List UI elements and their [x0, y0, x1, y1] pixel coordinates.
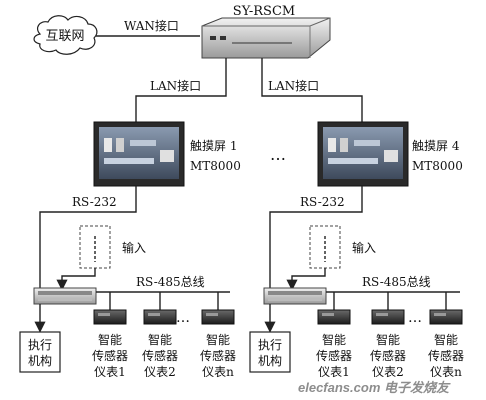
- sensor-left-2-l1: 智能: [148, 332, 172, 347]
- sensor-left-1-l1: 智能: [98, 332, 122, 347]
- touchscreen-4-name: 触摸屏 4: [412, 139, 460, 153]
- sensor-left-n-l1: 智能: [206, 332, 230, 347]
- touchscreen-1-model: MT8000: [190, 159, 241, 173]
- lan-label-right: LAN接口: [268, 78, 319, 93]
- wan-label: WAN接口: [124, 18, 179, 33]
- internet-label: 互联网: [45, 29, 84, 44]
- rs232-label-left: RS-232: [72, 195, 117, 209]
- rs232-link-right: [269, 186, 363, 290]
- touchscreen-1: [93, 121, 185, 187]
- router-device: SY-RSCM: [201, 4, 331, 59]
- sensor-right-n-l1: 智能: [434, 332, 458, 347]
- sensor-left-n-l2: 传感器: [200, 348, 236, 363]
- router-label: SY-RSCM: [233, 4, 295, 19]
- actuator-box-left: [19, 331, 61, 373]
- branch-left: RS-232 输入 RS-485总线 执行 机构 … 智能 传感器 仪表1 智能…: [19, 186, 236, 379]
- sensor-right-n-l2: 传感器: [428, 348, 464, 363]
- actuator-box-right: [249, 331, 291, 373]
- lan-link-left: [135, 58, 227, 122]
- lan-link-right: [261, 58, 363, 122]
- sensor-left-n-l3: 仪表n: [202, 365, 234, 379]
- sensor-left-1-l2: 传感器: [92, 348, 128, 363]
- io-module-right: [263, 287, 327, 305]
- sensor-ellipsis-right: …: [408, 310, 422, 326]
- sensor-right-2-l2: 传感器: [370, 348, 406, 363]
- io-module-left: [33, 287, 97, 305]
- actuator-label-right-1: 执行: [258, 338, 282, 352]
- touchscreen-1-name: 触摸屏 1: [190, 139, 237, 153]
- sensor-device-right-1: [317, 309, 351, 325]
- branch-right: RS-232 输入 RS-485总线 执行 机构 … 智能 传感器 仪表1 智能…: [249, 186, 464, 379]
- sensor-device-left-n: [201, 309, 235, 325]
- touchscreen-4: [317, 121, 409, 187]
- sensor-right-2-l1: 智能: [376, 332, 400, 347]
- sensor-right-n-l3: 仪表n: [430, 365, 462, 379]
- sensor-ellipsis-left: …: [176, 310, 190, 326]
- internet-cloud: 互联网: [33, 15, 98, 55]
- sensor-right-1-l3: 仪表1: [318, 365, 350, 379]
- sensor-left-2-l3: 仪表2: [144, 365, 176, 379]
- rs485-label-left: RS-485总线: [136, 275, 205, 289]
- rs485-label-right: RS-485总线: [362, 275, 431, 289]
- sensor-device-right-n: [429, 309, 463, 325]
- watermark-text: elecfans.com 电子发烧友: [298, 380, 451, 395]
- rs232-link-left: [39, 186, 137, 290]
- sensor-right-2-l3: 仪表2: [372, 365, 404, 379]
- input-label-left: 输入: [122, 240, 146, 255]
- actuator-label-right-2: 机构: [258, 353, 282, 368]
- center-ellipsis: …: [270, 145, 286, 164]
- sensor-right-1-l1: 智能: [322, 332, 346, 347]
- sensor-left-1-l3: 仪表1: [94, 365, 126, 379]
- input-label-right: 输入: [352, 240, 376, 255]
- sensor-device-left-2: [143, 309, 177, 325]
- lan-label-left: LAN接口: [150, 78, 201, 93]
- rs232-label-right: RS-232: [300, 195, 345, 209]
- touchscreen-4-model: MT8000: [412, 159, 463, 173]
- sensor-left-2-l2: 传感器: [142, 348, 178, 363]
- actuator-label-left-1: 执行: [28, 338, 52, 352]
- sensor-device-left-1: [93, 309, 127, 325]
- sensor-device-right-2: [371, 309, 405, 325]
- sensor-right-1-l2: 传感器: [316, 348, 352, 363]
- actuator-label-left-2: 机构: [28, 353, 52, 368]
